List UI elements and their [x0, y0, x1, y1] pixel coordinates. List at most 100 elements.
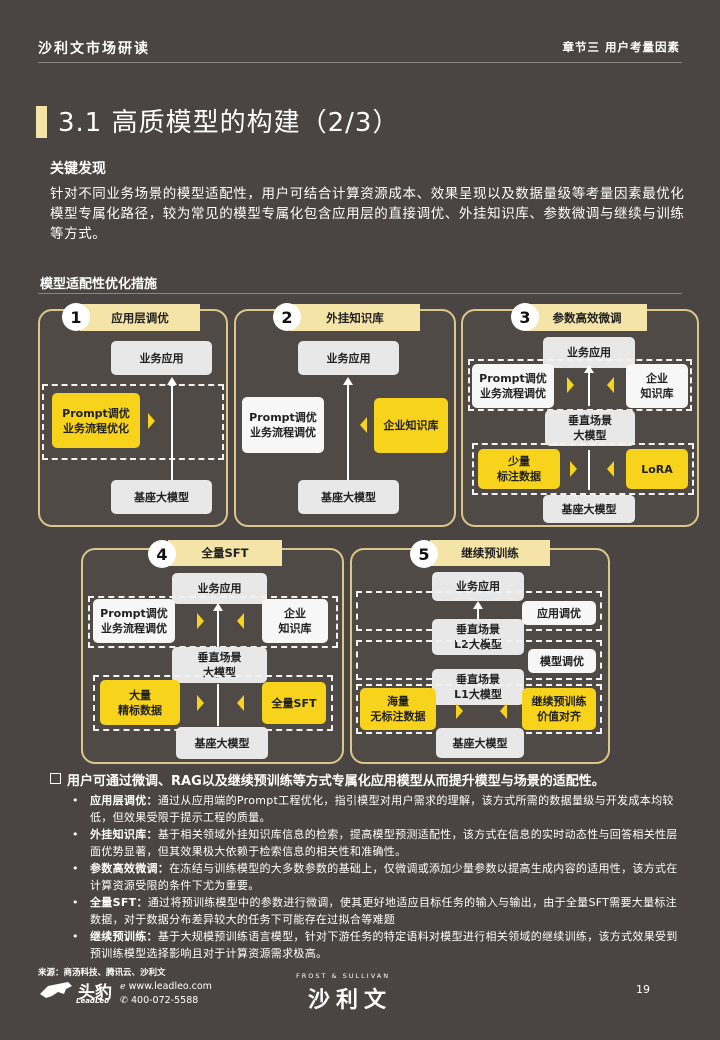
panel-4-number: 4 — [148, 540, 176, 568]
p5-base-model: 基座大模型 — [436, 728, 524, 758]
p3-arrow-line-2 — [588, 450, 590, 490]
p4-base-model: 基座大模型 — [176, 727, 268, 759]
p4-business-app: 业务应用 — [172, 573, 267, 604]
bullet-continued-pretrain: • 继续预训练：基于大规模预训练语言模型，针对下游任务的特定语料对模型进行相关领域… — [72, 928, 686, 962]
p2-prompt-box: Prompt调优 业务流程调优 — [242, 397, 324, 453]
bullet-term: 全量SFT： — [90, 896, 148, 909]
summary-headline: 用户可通过微调、RAG以及继续预训练等方式专属化应用模型从而提升模型与场景的适配… — [50, 770, 605, 789]
p2-arrow-line — [347, 384, 349, 480]
header-brand: 沙利文市场研读 — [38, 41, 150, 57]
bullet-term: 参数高效微调： — [90, 862, 170, 875]
bullet-text: 在冻结与训练模型的大多数参数的基础上，仅微调或添加少量参数以提高生成内容的适用性… — [90, 862, 678, 892]
p4-arrow-line-2 — [217, 684, 219, 726]
p4-labeled-data: 大量 精标数据 — [100, 680, 180, 725]
p5-model-tuning: 模型调优 — [528, 649, 596, 673]
panel-1-number: 1 — [62, 303, 90, 331]
p1-base-model: 基座大模型 — [111, 480, 212, 514]
p5-chevron-right — [456, 703, 463, 719]
p3-business-app: 业务应用 — [543, 337, 635, 368]
p3-vertical-model: 垂直场景 大模型 — [545, 410, 635, 446]
bullet-text: 基于大规模预训练语言模型，针对下游任务的特定语料对模型进行相关领域的继续训练，该… — [90, 930, 678, 960]
p5-arrow-line — [477, 608, 479, 628]
page-number: 19 — [636, 983, 650, 996]
p3-lora-box: LoRA — [626, 449, 688, 489]
p5-app-tuning: 应用调优 — [522, 601, 596, 625]
bullet-dot-icon: • — [72, 896, 79, 909]
p1-arrow-line — [171, 384, 173, 480]
panel-4-tab: 全量SFT — [168, 540, 282, 566]
panel-2-tab: 外挂知识库 — [290, 304, 420, 331]
bullet-dot-icon: • — [72, 930, 79, 943]
bullet-knowledge-base: • 外挂知识库：基于相关领域外挂知识库信息的检索，提高模型预测适配性，该方式在信息… — [72, 826, 686, 860]
p4-full-sft-box: 全量SFT — [262, 682, 326, 724]
panel-2-number: 2 — [273, 303, 301, 331]
checkbox-bullet-icon — [50, 773, 61, 784]
p3-base-model: 基座大模型 — [543, 495, 635, 523]
bullet-peft: • 参数高效微调：在冻结与训练模型的大多数参数的基础上，仅微调或添加少量参数以提高… — [72, 860, 686, 894]
footer-website-text: www.leadleo.com — [128, 981, 212, 992]
key-findings-label: 关键发现 — [50, 161, 106, 177]
p3-chevron-right-top — [567, 377, 574, 393]
panel-1-tab: 应用层调优 — [80, 304, 200, 331]
p4-knowledge-box: 企业 知识库 — [262, 599, 328, 643]
p4-chevron-right-bottom — [197, 695, 204, 711]
p4-chevron-right-top — [197, 613, 204, 629]
p3-labeled-data: 少量 标注数据 — [478, 449, 560, 489]
bullet-term: 继续预训练： — [90, 930, 158, 943]
bullet-dot-icon: • — [72, 828, 79, 841]
bullet-term: 外挂知识库： — [90, 828, 158, 841]
panel-3-number: 3 — [511, 303, 539, 331]
phone-icon: ✆ — [120, 995, 131, 1006]
page-title: 3.1 高质模型的构建（2/3） — [58, 108, 400, 138]
footer-source: 来源：商汤科技、腾讯云、沙利文 — [38, 968, 166, 978]
p3-arrow-line — [588, 372, 590, 406]
p1-dashed-region — [42, 384, 224, 460]
header-divider — [38, 62, 682, 63]
section-label: 模型适配性优化措施 — [40, 277, 158, 292]
panel-3-tab: 参数高效微调 — [527, 304, 647, 331]
p4-chevron-left-top — [237, 613, 244, 629]
bullet-dot-icon: • — [72, 862, 79, 875]
p4-chevron-left-bottom — [237, 695, 244, 711]
leopard-logo-icon — [38, 980, 74, 1000]
p2-knowledge-box: 企业知识库 — [374, 398, 448, 453]
footer-brand-sub: LeadLeo — [76, 997, 109, 1005]
bullet-full-sft: • 全量SFT：通过将预训练模型中的参数进行微调，使其更好地适应目标任务的输入与输… — [72, 894, 686, 928]
p1-business-app: 业务应用 — [111, 341, 212, 375]
key-findings-text: 针对不同业务场景的模型适配性，用户可结合计算资源成本、效果呈现以及数据量级等考量… — [50, 186, 685, 242]
bullet-text: 通过将预训练模型中的参数进行微调，使其更好地适应目标任务的输入与输出，由于全量S… — [90, 896, 677, 926]
footer-brand: 头豹 — [78, 983, 112, 1003]
p3-chevron-right-bottom — [570, 461, 577, 477]
header-chapter: 章节三 用户考量因素 — [562, 40, 680, 54]
p2-business-app: 业务应用 — [298, 341, 399, 375]
p1-prompt-box: Prompt调优 业务流程优化 — [52, 393, 140, 448]
p2-chevron-left — [360, 417, 367, 433]
section-divider — [38, 293, 682, 294]
p5-unlabeled-data: 海量 无标注数据 — [360, 688, 436, 730]
panel-5-number: 5 — [410, 540, 438, 568]
footer-fs-small: FROST & SULLIVAN — [296, 972, 391, 980]
p4-prompt-box: Prompt调优 业务流程调优 — [93, 599, 175, 643]
p5-arrow-head — [473, 601, 483, 609]
p3-knowledge-box: 企业 知识库 — [626, 364, 688, 408]
p5-l1-model: 垂直场景 L1大模型 — [432, 669, 524, 705]
p2-base-model: 基座大模型 — [298, 480, 399, 514]
p3-arrow-head — [584, 365, 594, 373]
p3-dashed-bottom — [472, 443, 694, 495]
panel-5-tab: 继续预训练 — [430, 540, 550, 566]
bullet-text: 基于相关领域外挂知识库信息的检索，提高模型预测适配性，该方式在信息的实时动态性与… — [90, 828, 678, 858]
bullet-text: 通过从应用端的Prompt工程优化，指引模型对用户需求的理解，该方式所需的数据量… — [90, 794, 674, 824]
p1-arrow-head — [167, 377, 177, 385]
p3-prompt-box: Prompt调优 业务流程调优 — [472, 364, 554, 408]
summary-headline-text: 用户可通过微调、RAG以及继续预训练等方式专属化应用模型从而提升模型与场景的适配… — [67, 774, 605, 789]
p5-chevron-left — [500, 703, 507, 719]
p1-chevron-right — [148, 413, 155, 429]
p3-chevron-left-top — [607, 377, 614, 393]
p5-business-app: 业务应用 — [432, 572, 524, 601]
title-accent-bar — [36, 106, 47, 138]
globe-icon: ℯ — [120, 981, 129, 992]
p3-chevron-left-bottom — [607, 461, 614, 477]
footer-phone-text: 400-072-5588 — [130, 995, 199, 1006]
footer-website[interactable]: ℯ www.leadleo.com — [120, 981, 212, 992]
p2-arrow-head — [343, 377, 353, 385]
